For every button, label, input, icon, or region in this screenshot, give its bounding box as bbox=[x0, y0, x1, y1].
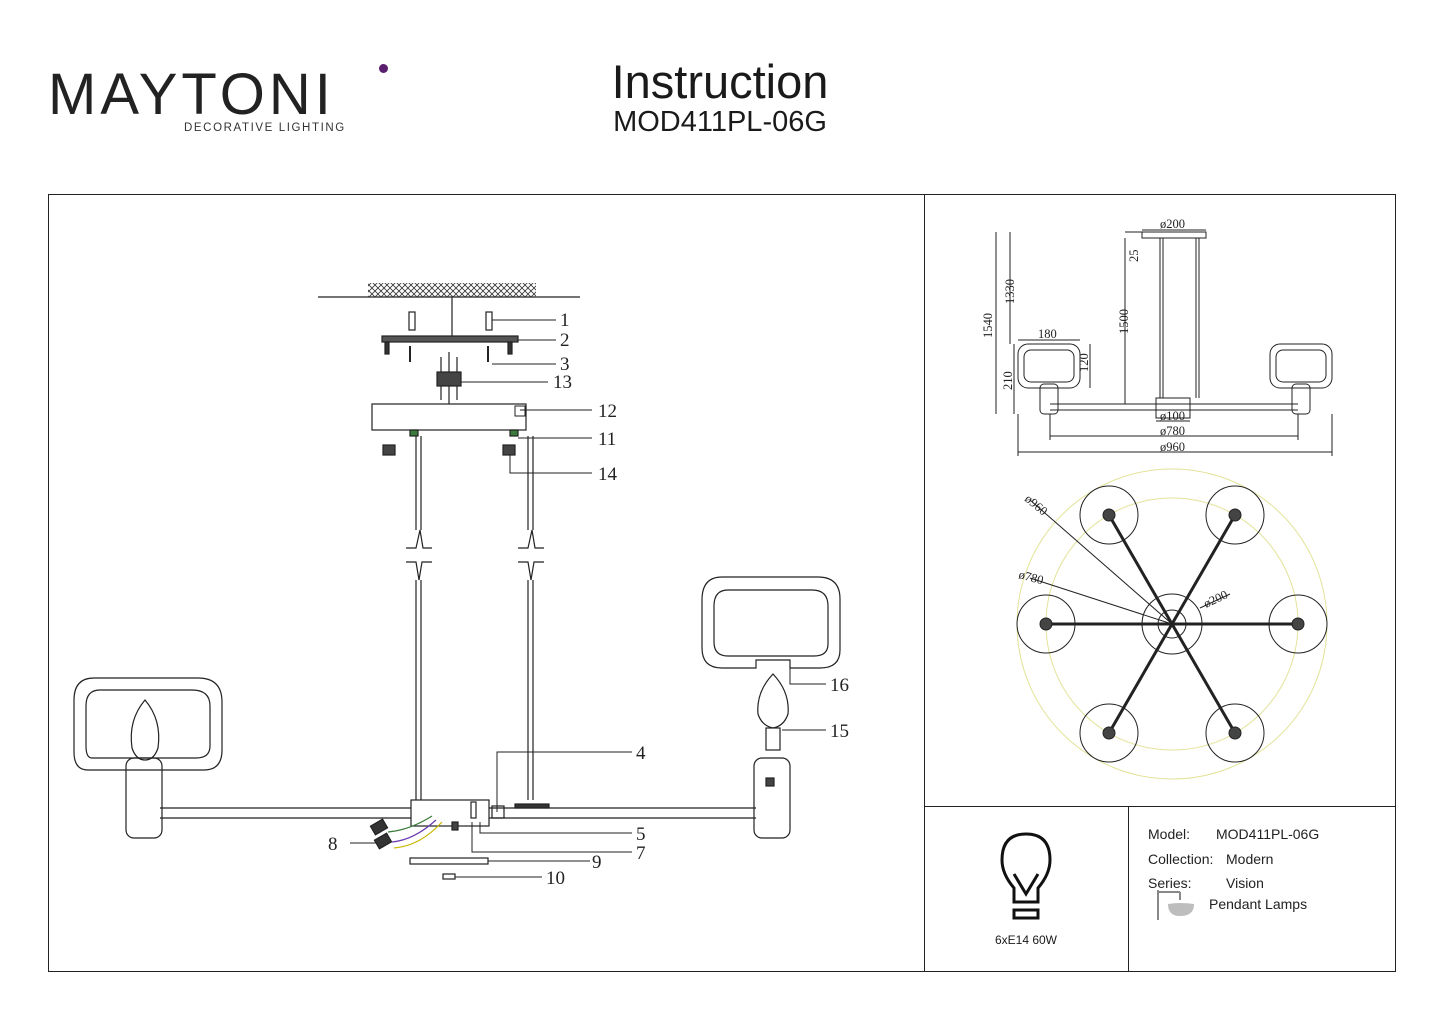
light-bulb-icon bbox=[1000, 832, 1052, 920]
collection-value: Modern bbox=[1226, 851, 1274, 867]
type-value: Pendant Lamps bbox=[1209, 896, 1308, 912]
collection-label: Collection: bbox=[1148, 851, 1214, 867]
callout-10: 10 bbox=[546, 868, 565, 889]
dim-total-span: ø960 bbox=[1160, 440, 1185, 454]
dim-shade-height: 120 bbox=[1077, 353, 1091, 372]
dim-rod-height: 1330 bbox=[1003, 279, 1017, 304]
brand-logo: MAYTONI DECORATIVE LIGHTING bbox=[48, 56, 388, 146]
top-view: ø960 ø780 ø200 bbox=[1016, 468, 1328, 780]
lamp-holder-right bbox=[753, 757, 791, 839]
callout-7: 7 bbox=[636, 843, 646, 864]
callout-5: 5 bbox=[636, 824, 646, 845]
frame-divider-specs bbox=[924, 806, 1396, 807]
e14-base bbox=[765, 727, 781, 751]
frame-divider-main bbox=[924, 194, 925, 972]
dim-top-canopy: ø200 bbox=[1201, 587, 1230, 610]
dim-canopy-height: 25 bbox=[1127, 250, 1141, 263]
bulb-spec: 6xE14 60W bbox=[994, 933, 1058, 947]
side-view bbox=[995, 229, 1333, 456]
callout-11: 11 bbox=[598, 429, 616, 450]
series-value: Vision bbox=[1226, 875, 1264, 891]
callout-3: 3 bbox=[560, 354, 570, 375]
ceiling-hatch bbox=[368, 283, 536, 297]
brand-dot bbox=[379, 64, 388, 73]
pendant-lamp-icon bbox=[1157, 890, 1194, 920]
callout-12: 12 bbox=[598, 401, 617, 422]
frame-divider-spec-cells bbox=[1128, 806, 1129, 972]
dim-lamp-height: 210 bbox=[1001, 371, 1015, 390]
dim-arm-span: ø780 bbox=[1160, 424, 1185, 438]
wall-plug-right bbox=[485, 311, 493, 331]
brand-name: MAYTONI bbox=[48, 62, 335, 127]
wall-plug-left bbox=[408, 311, 416, 331]
callout-2: 2 bbox=[560, 330, 570, 351]
dim-top-arms: ø780 bbox=[1017, 567, 1045, 587]
dim-hub-dia: ø100 bbox=[1160, 409, 1185, 423]
candle-bulb-right bbox=[757, 673, 789, 729]
callout-13: 13 bbox=[553, 372, 572, 393]
dim-canopy-dia: ø200 bbox=[1160, 217, 1185, 231]
shade-frame-left bbox=[73, 677, 223, 771]
series-label: Series: bbox=[1148, 875, 1192, 891]
drawing-frame bbox=[48, 194, 1396, 972]
callout-4: 4 bbox=[636, 743, 646, 764]
callout-16: 16 bbox=[830, 675, 849, 696]
mounting-bracket bbox=[381, 335, 519, 343]
lamp-holder-left bbox=[125, 757, 163, 839]
candle-bulb-left bbox=[130, 699, 160, 761]
page-title: Instruction bbox=[611, 55, 829, 108]
callout-15: 15 bbox=[830, 721, 849, 742]
brand-tagline: DECORATIVE LIGHTING bbox=[184, 122, 346, 134]
dim-hang-height: 1500 bbox=[1117, 309, 1131, 334]
bulb-spec-cell: 6xE14 60W bbox=[924, 806, 1128, 972]
canopy bbox=[371, 403, 527, 431]
dim-shade-width: 180 bbox=[1038, 327, 1057, 341]
terminal-block bbox=[436, 371, 462, 387]
central-hub bbox=[410, 799, 490, 827]
page-model: MOD411PL-06G bbox=[613, 106, 827, 138]
model-value: MOD411PL-06G bbox=[1216, 826, 1320, 842]
shade-frame-right bbox=[701, 576, 841, 669]
callout-8: 8 bbox=[328, 834, 338, 855]
callout-9: 9 bbox=[592, 852, 602, 873]
callout-14: 14 bbox=[598, 464, 618, 485]
model-label: Model: bbox=[1148, 826, 1191, 842]
dim-total-height: 1540 bbox=[981, 313, 995, 338]
callout-1: 1 bbox=[560, 310, 570, 331]
